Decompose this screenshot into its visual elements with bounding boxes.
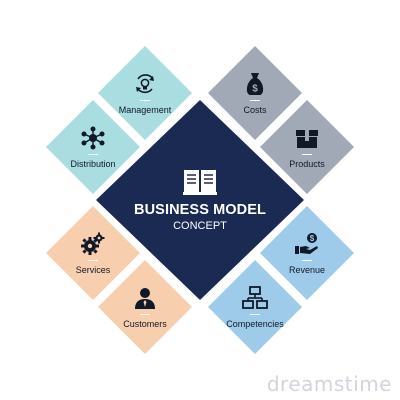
tile-products-label: Products [289,159,325,170]
tile-costs-dash [250,99,260,102]
tile-customers-label: Customers [123,319,167,330]
money-bag-icon: $ [246,72,264,95]
tile-costs-label: Costs [243,105,267,116]
network-icon [81,126,105,150]
tile-competencies: Competencies [208,260,302,354]
svg-text:$: $ [310,234,315,243]
tile-management: Management [98,46,192,140]
box-icon [296,129,318,148]
tile-revenue-label: Revenue [288,265,326,276]
person-icon [135,287,155,309]
tile-services: Services [46,206,140,300]
tile-services-shape [46,206,140,300]
center-diamond: BUSINESS MODEL CONCEPT [96,100,304,300]
hierarchy-icon [242,285,268,309]
lightbulb-cycle-icon [136,73,154,93]
hand-money-icon: $ [295,232,318,254]
tile-services-dash [88,259,98,262]
center-subtitle: CONCEPT [173,219,227,232]
tile-customers-dash [140,313,150,316]
tile-competencies-label: Competencies [226,319,284,330]
tile-distribution-dash [88,153,98,156]
tile-management-shape [98,46,192,140]
gears-icon [81,232,105,255]
tile-management-label: Management [118,105,172,116]
watermark: dreamstime [266,372,392,396]
tile-competencies-shape [208,260,302,354]
tile-distribution: Distribution [46,100,140,194]
tile-revenue: $ Revenue [260,206,354,300]
tile-products-dash [302,153,312,156]
tile-distribution-label: Distribution [70,159,116,170]
tile-customers: Customers [98,260,192,354]
center-title: BUSINESS MODEL [134,201,266,218]
tile-competencies-dash [250,313,260,316]
tile-costs: $ Costs [208,46,302,140]
center-diamond-shape [96,100,304,300]
tile-products: Products [260,100,354,194]
tile-revenue-dash [302,259,312,262]
book-icon [183,169,217,195]
tile-services-label: Services [75,265,111,276]
tile-management-dash [140,99,150,102]
svg-text:$: $ [252,83,258,94]
